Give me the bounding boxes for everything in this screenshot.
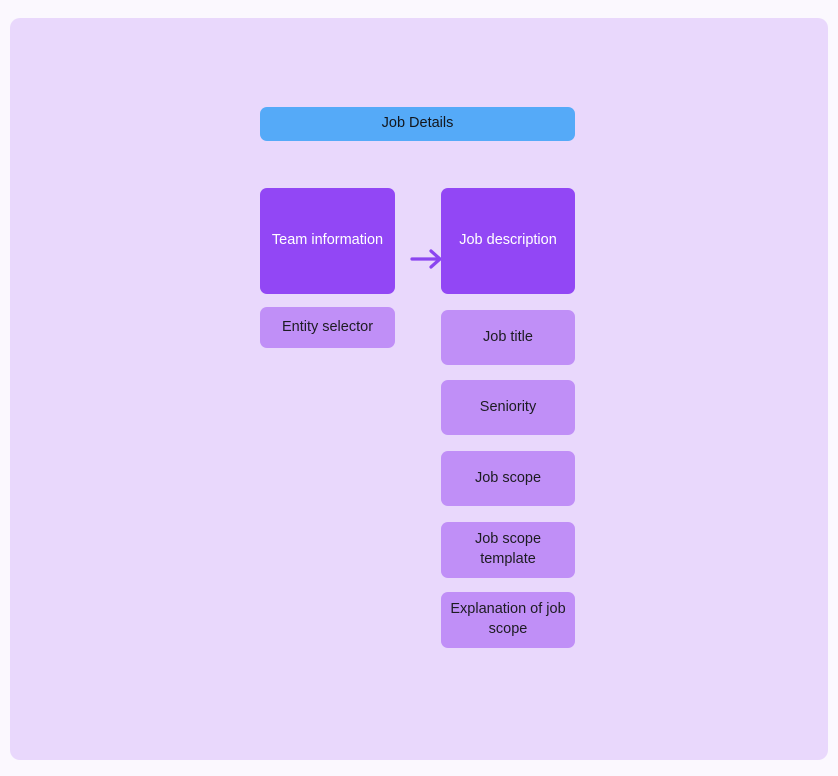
node-label: Explanation of job scope bbox=[450, 601, 566, 637]
node-explanation-of-job-scope[interactable]: Explanation of job scope bbox=[441, 592, 575, 648]
node-label: Job Details bbox=[381, 115, 454, 132]
node-job-scope-template[interactable]: Job scope template bbox=[441, 522, 575, 578]
node-label: Job scope bbox=[474, 469, 542, 486]
node-team-information[interactable]: Team information bbox=[260, 188, 395, 294]
node-seniority[interactable]: Seniority bbox=[441, 380, 575, 435]
node-label: Team information bbox=[271, 232, 384, 249]
node-job-details[interactable]: Job Details bbox=[260, 107, 575, 141]
node-label: Job description bbox=[459, 232, 557, 249]
node-job-description[interactable]: Job description bbox=[441, 188, 575, 294]
node-label: Job scope template bbox=[474, 531, 542, 567]
node-job-scope[interactable]: Job scope bbox=[441, 451, 575, 506]
node-label: Seniority bbox=[479, 398, 537, 415]
arrow-right-icon bbox=[410, 249, 442, 269]
node-label: Entity selector bbox=[281, 318, 374, 335]
node-label: Job title bbox=[483, 328, 533, 345]
node-entity-selector[interactable]: Entity selector bbox=[260, 307, 395, 348]
diagram-canvas: Job Details Team information Entity sele… bbox=[10, 18, 828, 760]
node-job-title[interactable]: Job title bbox=[441, 310, 575, 365]
